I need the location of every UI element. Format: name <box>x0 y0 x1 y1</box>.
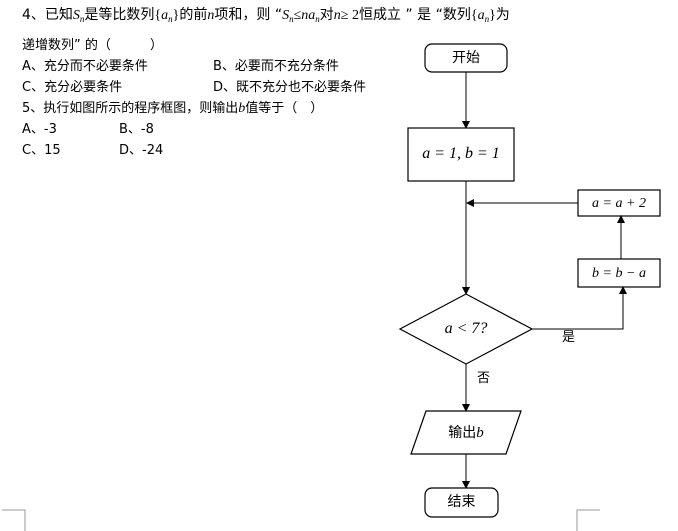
output-parallelogram <box>410 410 522 455</box>
question-5-option-d: D、-24 <box>119 143 164 158</box>
question-4-stem: 4、已知Sn是等比数列{an}的前n项和，则 “Sn≤nan对n≥ 2恒成立 ”… <box>22 7 510 24</box>
question-5-option-c: C、15 <box>22 143 61 158</box>
no-label: 否 <box>477 371 491 386</box>
init-box <box>407 127 515 182</box>
question-4-option-a: A、充分而不必要条件 <box>22 59 148 74</box>
condition-label: a < 7? <box>444 320 488 337</box>
q5-stem-suffix: 值等于（ ） <box>245 101 324 116</box>
q4-text6: 为 <box>495 7 510 23</box>
q4-text4: 对 <box>319 7 334 23</box>
question-4-option-d: D、既不充分也不必要条件 <box>213 80 367 95</box>
q4-text1: 是等比数列 <box>84 7 155 23</box>
question-5-option-a: A、-3 <box>22 122 57 137</box>
q4-text3: 项和，则 “ <box>214 7 283 23</box>
q4-text5: 恒成立 ” 是 “数列 <box>358 7 471 23</box>
question-4-option-c: C、充分必要条件 <box>22 80 123 95</box>
output-var: b <box>476 425 484 441</box>
arrow-yes-path <box>532 286 627 330</box>
q4-text2: 的前 <box>179 7 208 23</box>
output-prefix: 输出 <box>448 425 477 441</box>
end-label: 结束 <box>447 494 476 510</box>
question-5-option-b: B、-8 <box>119 122 154 137</box>
update-b-label: b = b − a <box>592 266 646 281</box>
q5-stem-prefix: 5、执行如图所示的程序框图，则输出 <box>22 101 239 116</box>
q5-stem-var: b <box>238 101 246 116</box>
question-5-stem: 5、执行如图所示的程序框图，则输出b值等于（ ） <box>22 101 323 117</box>
q4-number: 4、已知 <box>22 7 73 23</box>
end-terminal <box>424 487 499 518</box>
q4-S: S <box>72 8 80 23</box>
init-label: a = 1, b = 1 <box>422 145 500 162</box>
update-a-label: a = a + 2 <box>592 196 646 211</box>
update-a-box <box>577 189 661 217</box>
yes-label: 是 <box>562 330 576 345</box>
q4-S-sub: n <box>79 14 85 24</box>
question-4-stem-line2: 递增数列” 的（ ） <box>22 38 163 53</box>
output-label: 输出b <box>411 424 521 442</box>
question-4-option-b: B、必要而不充分条件 <box>213 59 339 74</box>
start-label: 开始 <box>452 50 480 66</box>
